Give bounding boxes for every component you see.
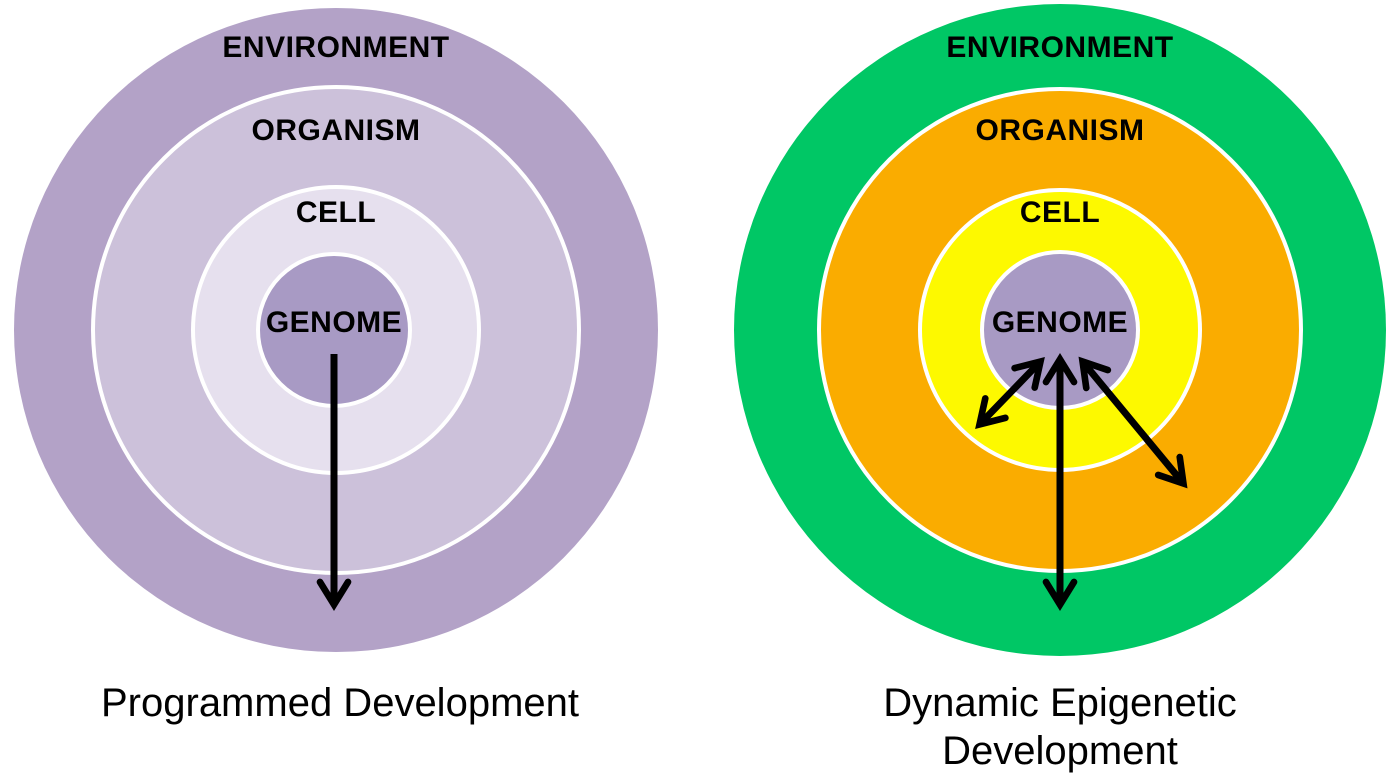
caption-programmed-development: Programmed Development [20,679,660,727]
ring-label-organism: ORGANISM [975,114,1145,147]
ring-label-environment: ENVIRONMENT [222,31,450,64]
caption-line: Programmed Development [101,681,579,725]
ring-label-cell: CELL [295,196,377,229]
ring-label-cell: CELL [1019,196,1101,229]
caption-line: Dynamic Epigenetic [883,681,1237,725]
caption-line: Development [942,729,1178,773]
ring-label-environment: ENVIRONMENT [946,31,1174,64]
ring-label-genome: GENOME [991,306,1129,339]
ring-label-genome: GENOME [265,306,403,339]
ring-label-organism: ORGANISM [251,114,421,147]
caption-dynamic-epigenetic-development: Dynamic Epigenetic Development [740,679,1380,775]
